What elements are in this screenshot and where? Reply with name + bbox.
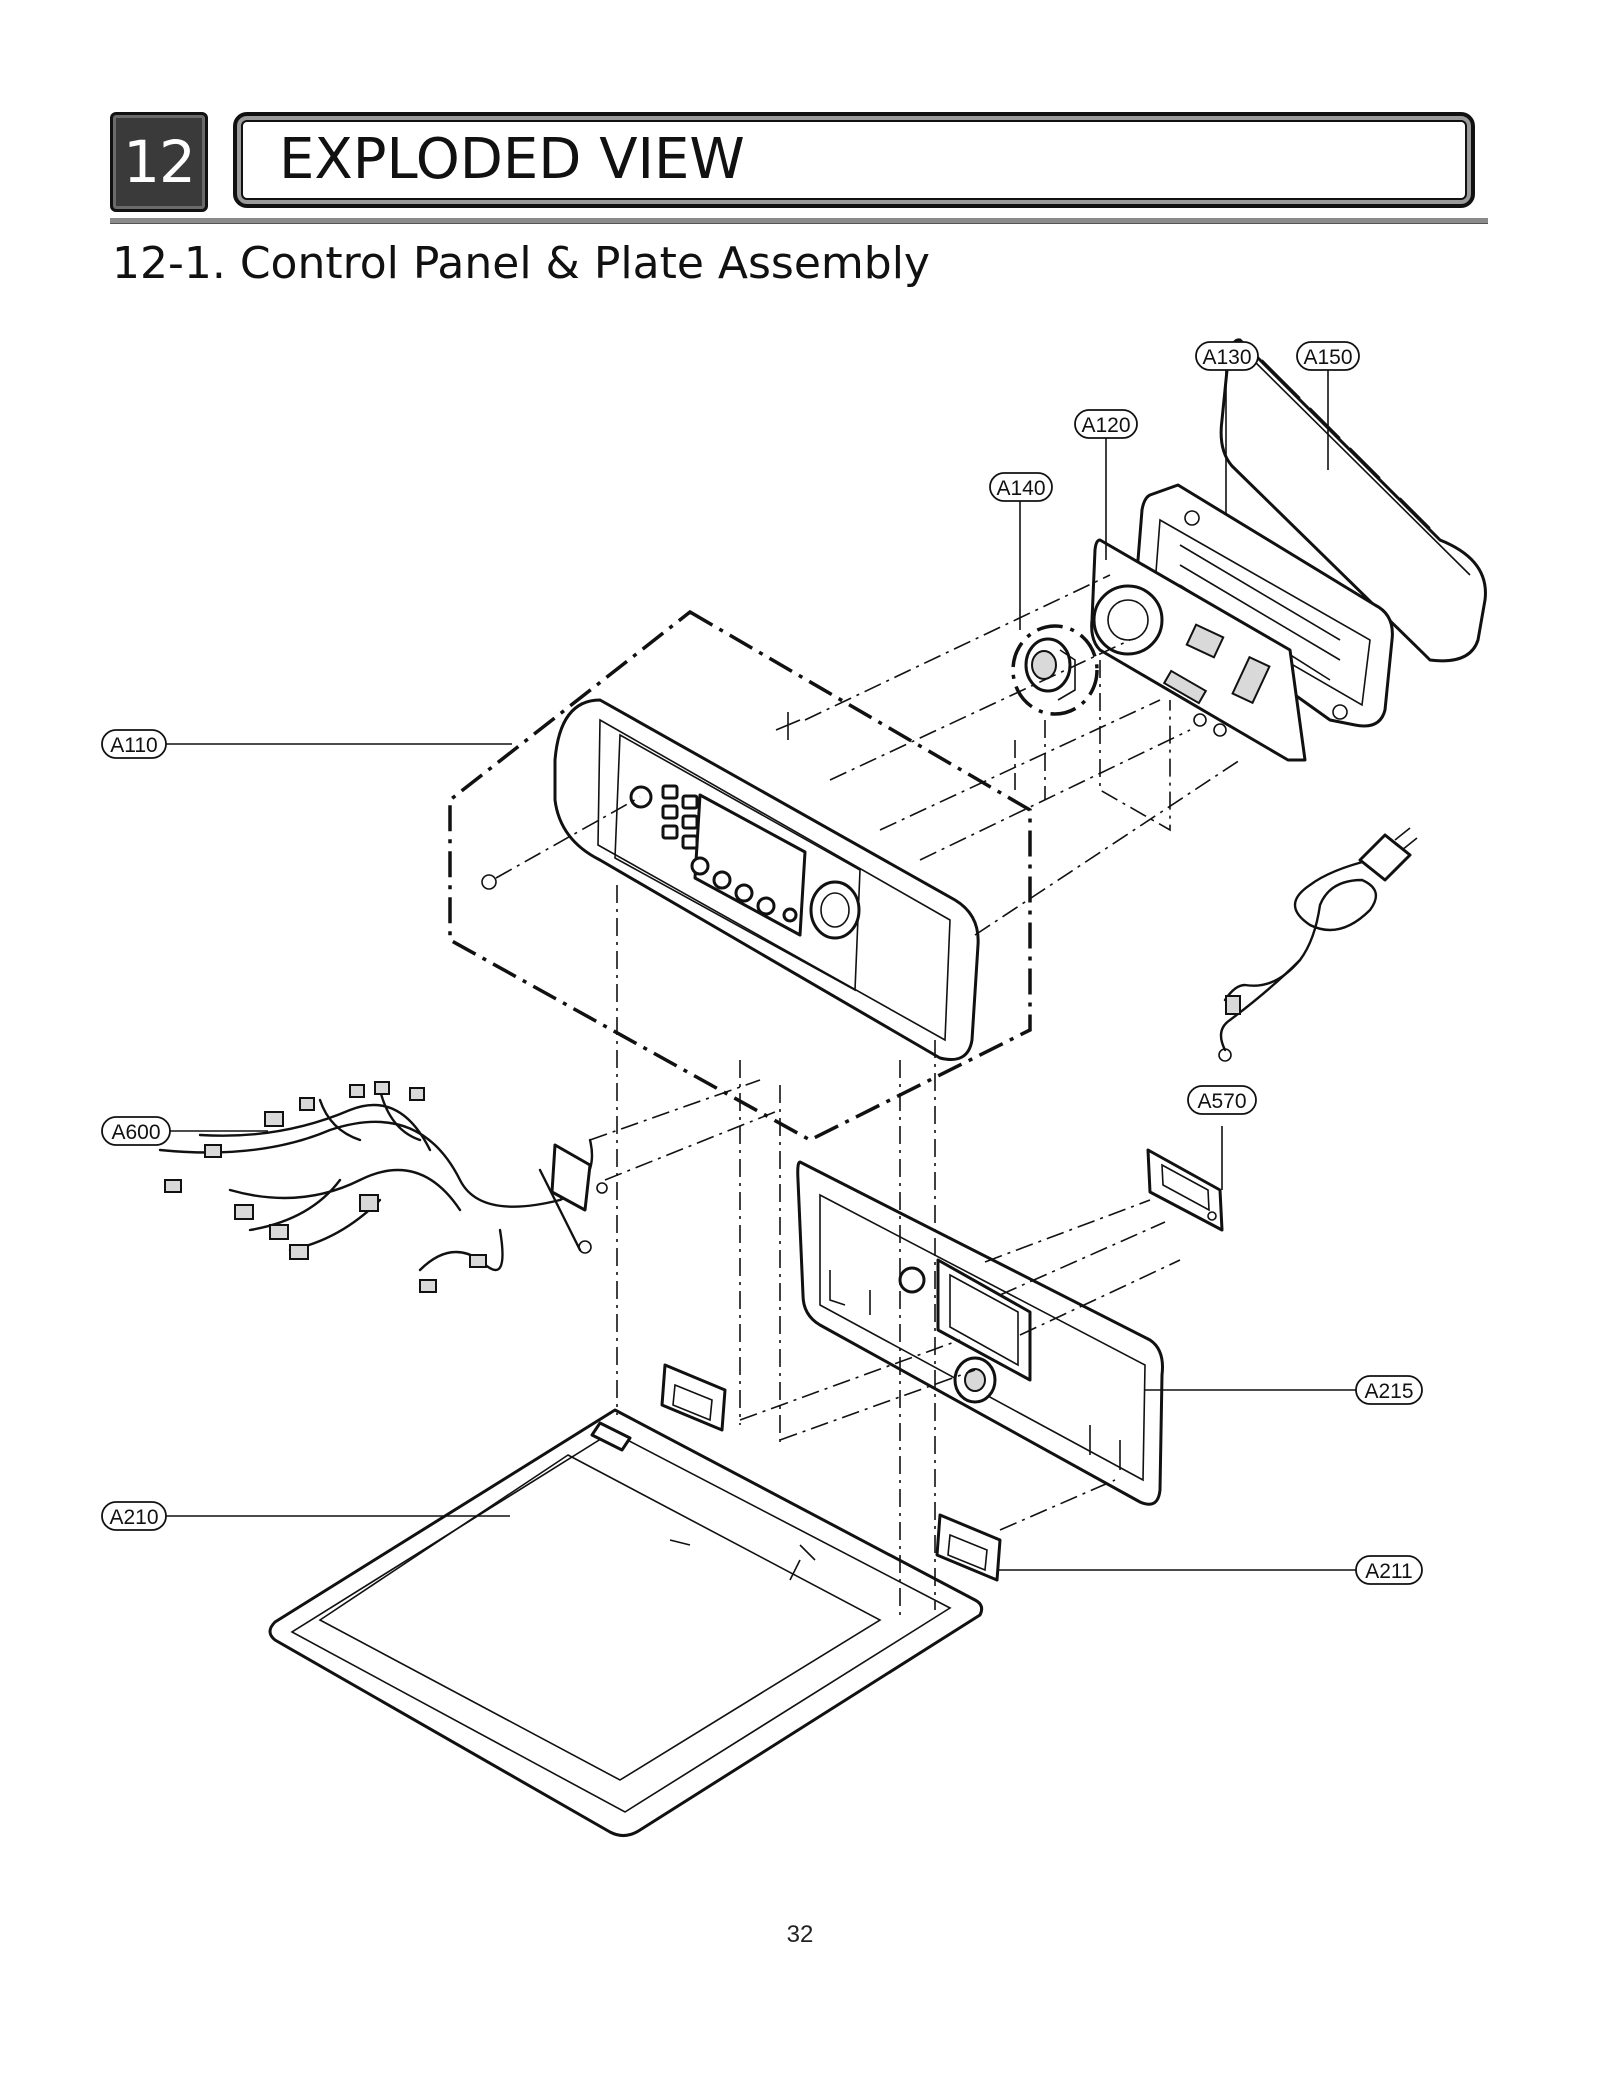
svg-text:A130: A130 [1202, 346, 1251, 369]
callout-a110: A110 [101, 729, 167, 759]
chapter-number-badge: 12 [110, 112, 208, 212]
part-a110-control-panel [448, 609, 1032, 1142]
base-projection-lines [589, 885, 1181, 1620]
svg-text:A570: A570 [1197, 1090, 1246, 1113]
chapter-title: EXPLODED VIEW [279, 127, 745, 192]
svg-text:A210: A210 [109, 1506, 158, 1529]
part-power-cord [1218, 827, 1418, 1062]
page-number: 32 [786, 1921, 814, 1948]
part-a211-clip [660, 1363, 1002, 1582]
leader-lines [166, 369, 1356, 1571]
callout-a211: A211 [1355, 1555, 1423, 1585]
callout-a120: A120 [1074, 409, 1138, 439]
callout-a150: A150 [1296, 341, 1360, 371]
part-a600-wire-harness [158, 1081, 608, 1293]
callout-a215: A215 [1355, 1375, 1423, 1405]
svg-text:A110: A110 [110, 734, 158, 757]
svg-text:A120: A120 [1081, 414, 1130, 437]
section-title: 12-1. Control Panel & Plate Assembly [112, 238, 930, 289]
part-a210-base-plate [268, 1408, 984, 1837]
callout-a600: A600 [101, 1116, 171, 1146]
svg-text:A140: A140 [996, 477, 1045, 500]
svg-text:A211: A211 [1365, 1560, 1413, 1583]
svg-text:A150: A150 [1303, 346, 1352, 369]
callout-a130: A130 [1195, 341, 1259, 371]
callout-a140: A140 [989, 472, 1053, 502]
part-a570-bracket [1146, 1148, 1224, 1232]
part-a140-knob [1011, 624, 1099, 716]
part-a130-frame [1136, 483, 1394, 728]
part-a215-back-plate [796, 1160, 1164, 1506]
callout-a570: A570 [1187, 1085, 1257, 1115]
assembly-projection-lines [804, 574, 1241, 936]
chapter-title-box: EXPLODED VIEW [233, 112, 1475, 208]
part-a120-pcb [1090, 538, 1307, 762]
svg-text:A215: A215 [1364, 1380, 1413, 1403]
title-rule [110, 218, 1488, 224]
svg-text:A600: A600 [111, 1121, 160, 1144]
callout-a210: A210 [101, 1501, 167, 1531]
